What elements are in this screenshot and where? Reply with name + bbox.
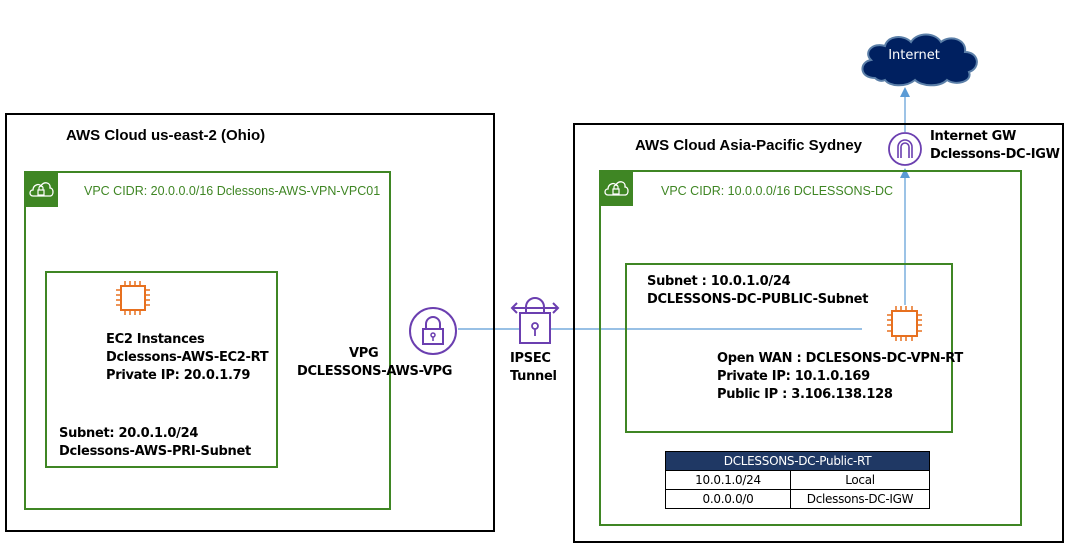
cloud-icon: [861, 33, 978, 87]
route-table-title: DCLESSONS-DC-Public-RT: [665, 451, 930, 471]
internet-cloud: Internet: [855, 28, 985, 88]
right-subnet-box: [625, 263, 953, 433]
left-region-box: [5, 113, 495, 532]
left-ec2-label: EC2 Instances Dclessons-AWS-EC2-RT Priva…: [106, 332, 269, 383]
vpg-label: VPG DCLESSONS-AWS-VPG: [297, 346, 453, 379]
arrow-head-igw: [900, 168, 910, 178]
route-table: DCLESSONS-DC-Public-RT 10.0.1.0/24 Local…: [665, 451, 930, 509]
vpg-lock-icon: [409, 307, 457, 355]
vpc-cloud-lock-icon: [29, 182, 54, 197]
right-vpc-label: VPC CIDR: 10.0.0.0/16 DCLESSONS-DC: [661, 184, 894, 198]
right-region-title: AWS Cloud Asia-Pacific Sydney: [635, 137, 862, 154]
ipsec-tunnel-label: IPSEC Tunnel: [510, 351, 557, 384]
route-destination: 0.0.0.0/0: [665, 489, 791, 509]
vpn-router-instance-icon: [887, 306, 922, 341]
route-target: Dclessons-DC-IGW: [790, 489, 930, 509]
table-row: 0.0.0.0/0 Dclessons-DC-IGW: [665, 489, 930, 509]
route-destination: 10.0.1.0/24: [665, 470, 791, 490]
internet-label: Internet: [888, 48, 940, 63]
arrow-head-internet: [900, 87, 910, 97]
ec2-instance-icon: [116, 281, 150, 315]
vpc-badge: [599, 170, 633, 206]
ipsec-tunnel-icon: [510, 297, 560, 344]
left-vpc-box: VPC CIDR: 20.0.0.0/16 Dclessons-AWS-VPN-…: [24, 171, 391, 510]
left-subnet-box: [45, 271, 278, 468]
left-region-title: AWS Cloud us-east-2 (Ohio): [66, 127, 266, 144]
route-target: Local: [790, 470, 930, 490]
vpc-cloud-lock-icon: [604, 181, 629, 196]
internet-gateway-icon: [888, 132, 922, 166]
left-subnet-label: Subnet: 20.0.1.0/24 Dclessons-AWS-PRI-Su…: [59, 426, 251, 459]
right-region-box: [573, 123, 1064, 543]
right-vpc-box: VPC CIDR: 10.0.0.0/16 DCLESSONS-DC: [599, 170, 1022, 526]
vpn-router-label: Open WAN : DCLESONS-DC-VPN-RT Private IP…: [717, 351, 963, 402]
left-vpc-label: VPC CIDR: 20.0.0.0/16 Dclessons-AWS-VPN-…: [84, 184, 381, 198]
table-row: 10.0.1.0/24 Local: [665, 470, 930, 490]
right-subnet-label: Subnet : 10.0.1.0/24 DCLESSONS-DC-PUBLIC…: [647, 274, 869, 307]
vpc-badge: [24, 171, 58, 207]
internet-gateway-label: Internet GW Dclessons-DC-IGW: [930, 129, 1060, 162]
